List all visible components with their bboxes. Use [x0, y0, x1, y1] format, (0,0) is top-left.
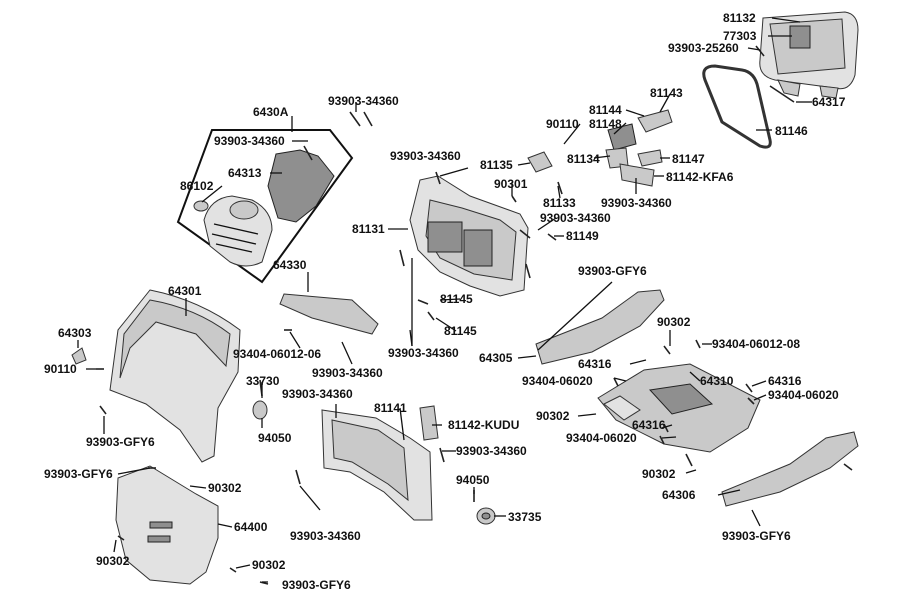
label-81143: 81143: [650, 86, 683, 100]
label-93903-34360-g: 93903-34360: [540, 211, 611, 225]
label-81134: 81134: [567, 152, 600, 166]
label-93903-gfy6-c: 93903-GFY6: [44, 467, 113, 481]
part-33735-knob: [476, 507, 496, 525]
label-90302-f: 90302: [252, 558, 286, 572]
label-90302-e: 90302: [96, 554, 130, 568]
label-64400: 64400: [234, 520, 268, 534]
part-33730-pad: [252, 400, 268, 420]
label-64317: 64317: [812, 95, 846, 109]
label-64316-b: 64316: [768, 374, 802, 388]
label-90110-b: 90110: [44, 362, 77, 376]
label-64316-c: 64316: [632, 418, 666, 432]
label-90302-a: 90302: [657, 315, 691, 329]
label-81142-kfa6: 81142-KFA6: [666, 170, 734, 184]
label-33735: 33735: [508, 510, 542, 524]
label-93404-06012-08: 93404-06012-08: [712, 337, 800, 351]
part-64310-floor-panel: [597, 363, 761, 453]
part-64400-lower-cover: [115, 465, 219, 585]
label-90302-c: 90302: [642, 467, 676, 481]
label-93903-gfy6-a: 93903-GFY6: [578, 264, 647, 278]
label-93903-34360-f: 93903-34360: [601, 196, 672, 210]
label-93903-34360-b: 93903-34360: [214, 134, 285, 148]
label-81148: 81148: [589, 117, 622, 131]
label-81141: 81141: [374, 401, 407, 415]
label-90302-d: 90302: [208, 481, 242, 495]
label-93404-06020-a: 93404-06020: [522, 374, 593, 388]
part-64330-strip: [279, 293, 379, 335]
label-64310: 64310: [700, 374, 734, 388]
label-94050-a: 94050: [258, 431, 292, 445]
label-93404-06020-b: 93404-06020: [768, 388, 839, 402]
part-labels: 81132 77303 93903-25260 64317 81146 8114…: [44, 11, 846, 592]
label-90301: 90301: [494, 177, 528, 191]
part-81146-wire-loop: [702, 64, 772, 149]
label-93903-gfy6-e: 93903-GFY6: [282, 578, 351, 592]
label-93903-34360-h: 93903-34360: [282, 387, 353, 401]
label-81133: 81133: [543, 196, 576, 210]
label-33730: 33730: [246, 374, 280, 388]
label-81146: 81146: [775, 124, 808, 138]
label-81147: 81147: [672, 152, 705, 166]
part-64305-side-strip: [535, 289, 665, 365]
part-6430a-grille: [203, 195, 273, 267]
label-81145-b: 81145: [444, 324, 477, 338]
part-64303-grommet: [71, 347, 87, 365]
part-81135-plate: [527, 151, 553, 173]
label-81144: 81144: [589, 103, 622, 117]
label-93903-gfy6-b: 93903-GFY6: [86, 435, 155, 449]
label-93903-34360-c: 93903-34360: [390, 149, 461, 163]
part-81132-carrier-plate: [759, 11, 859, 99]
group-6430a-outline: [176, 129, 354, 284]
part-86102-emblem: [193, 200, 209, 212]
label-64301: 64301: [168, 284, 202, 298]
label-81131: 81131: [352, 222, 385, 236]
part-81143-bracket: [607, 109, 673, 151]
label-90110-a: 90110: [546, 117, 579, 131]
label-81149: 81149: [566, 229, 599, 243]
label-90302-b: 90302: [536, 409, 570, 423]
label-93903-34360-d: 93903-34360: [388, 346, 459, 360]
part-81142-kudu-hinge: [419, 405, 439, 441]
part-81147-clip: [637, 149, 663, 167]
label-93903-34360-e: 93903-34360: [312, 366, 383, 380]
part-81141-inner-panel: [321, 409, 433, 521]
part-64301-front-cover: [109, 289, 241, 463]
part-64313-mesh-grille: [267, 149, 335, 223]
label-93903-34360-i: 93903-34360: [456, 444, 527, 458]
part-64306-lower-strip: [721, 431, 859, 507]
label-81142-kudu: 81142-KUDU: [448, 418, 519, 432]
label-93903-gfy6-d: 93903-GFY6: [722, 529, 791, 543]
label-86102: 86102: [180, 179, 214, 193]
label-77303: 77303: [723, 29, 757, 43]
label-64306: 64306: [662, 488, 696, 502]
label-81145-a: 81145: [440, 292, 473, 306]
label-81132: 81132: [723, 11, 756, 25]
label-94050-b: 94050: [456, 473, 490, 487]
label-64313: 64313: [228, 166, 262, 180]
label-64303: 64303: [58, 326, 92, 340]
label-6430a: 6430A: [253, 105, 289, 119]
part-81142-kfa6-hinge: [619, 163, 655, 187]
label-93404-06020-c: 93404-06020: [566, 431, 637, 445]
fastener-screws: [96, 45, 853, 585]
label-64316-a: 64316: [578, 357, 612, 371]
label-93903-25260: 93903-25260: [668, 41, 739, 55]
label-93903-34360-j: 93903-34360: [290, 529, 361, 543]
label-93404-06012-06: 93404-06012-06: [233, 347, 321, 361]
label-64305: 64305: [479, 351, 513, 365]
leader-lines: [77, 17, 812, 583]
label-81135: 81135: [480, 158, 513, 172]
part-81131-inner-panel: [409, 175, 529, 297]
label-93903-34360-a: 93903-34360: [328, 94, 399, 108]
label-64330: 64330: [273, 258, 307, 272]
